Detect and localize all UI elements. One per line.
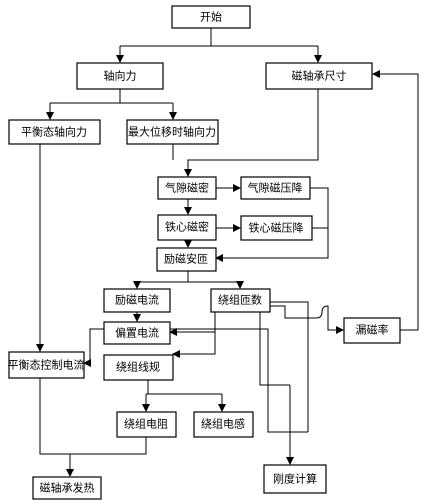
- edge-turns-to-gauge: [172, 332, 216, 358]
- node-max-disp-axial-force-label: 最大位移时轴向力: [128, 125, 216, 139]
- node-axial-force: 轴向力: [76, 62, 164, 90]
- edge-gauge-split: [146, 380, 222, 395]
- node-start-label: 开始: [200, 10, 222, 24]
- node-leakage-rate: 漏磁率: [343, 317, 401, 344]
- node-balance-axial-force: 平衡态轴向力: [8, 119, 101, 145]
- edge-bias-to-control: [83, 328, 104, 367]
- node-winding-turns-label: 绕组匝数: [218, 293, 262, 307]
- node-winding-wire-gauge-label: 绕组线规: [116, 360, 160, 374]
- node-axial-force-label: 轴向力: [104, 69, 137, 83]
- node-bias-current-label: 偏置电流: [115, 326, 159, 340]
- node-bearing-size-label: 磁轴承尺寸: [292, 69, 347, 83]
- node-iron-core-flux-label: 铁心磁密: [165, 220, 209, 234]
- edge-leakage-to-bearingsize: [372, 70, 419, 331]
- node-air-gap-mmf-drop-label: 气隙磁压降: [248, 181, 303, 195]
- node-balance-axial-force-label: 平衡态轴向力: [21, 125, 87, 139]
- edge-turns-to-leakage: [270, 305, 344, 334]
- node-winding-resistance-label: 绕组电阻: [124, 417, 168, 431]
- edge-excitation-split: [137, 271, 240, 283]
- node-stiffness-calc-label: 刚度计算: [273, 472, 317, 486]
- node-excitation-current: 励磁电流: [103, 288, 171, 313]
- node-iron-core-mmf-drop: 铁心磁压降: [240, 215, 313, 241]
- edge-bias-long-down: [267, 368, 308, 433]
- node-iron-core-flux: 铁心磁密: [157, 214, 217, 241]
- node-excitation-current-label: 励磁电流: [115, 293, 159, 307]
- node-balance-control-current-label: 平衡态控制电流: [8, 358, 85, 372]
- edge-turns-to-stiffness-a: [270, 301, 309, 432]
- node-air-gap-mmf-drop: 气隙磁压降: [240, 176, 311, 200]
- node-max-disp-axial-force: 最大位移时轴向力: [126, 119, 219, 145]
- node-winding-inductance-label: 绕组电感: [201, 417, 245, 431]
- edge-start-split: [120, 28, 318, 47]
- node-bearing-heating-label: 磁轴承发热: [40, 481, 95, 495]
- node-winding-inductance: 绕组电感: [193, 411, 254, 438]
- edge-turns-to-stiffness-b: [259, 312, 290, 386]
- edges: [36, 28, 419, 477]
- edge-control-down: [39, 378, 70, 455]
- node-air-gap-flux: 气隙磁密: [157, 176, 217, 200]
- edge-resistance-down: [70, 437, 147, 455]
- node-winding-turns: 绕组匝数: [210, 288, 271, 313]
- edge-gapdrop-to-excitation: [215, 187, 329, 262]
- node-bearing-heating: 磁轴承发热: [32, 476, 102, 500]
- node-bias-current: 偏置电流: [103, 321, 171, 345]
- node-balance-control-current: 平衡态控制电流: [8, 351, 85, 379]
- edge-axial-force-split: [50, 89, 173, 104]
- edge-bias-to-stiffness: [170, 328, 269, 368]
- node-excitation-ampere-turns-label: 励磁安匝: [164, 252, 208, 266]
- node-air-gap-flux-label: 气隙磁密: [165, 181, 209, 195]
- node-bearing-size: 磁轴承尺寸: [265, 62, 373, 90]
- edge-bearingsize-to-airgap: [184, 89, 319, 177]
- node-winding-wire-gauge: 绕组线规: [103, 354, 174, 381]
- node-winding-resistance: 绕组电阻: [116, 411, 177, 438]
- node-leakage-rate-label: 漏磁率: [356, 323, 389, 337]
- node-start: 开始: [171, 5, 251, 29]
- node-excitation-ampere-turns: 励磁安匝: [156, 247, 217, 272]
- node-stiffness-calc: 刚度计算: [263, 464, 327, 494]
- node-iron-core-mmf-drop-label: 铁心磁压降: [249, 221, 304, 235]
